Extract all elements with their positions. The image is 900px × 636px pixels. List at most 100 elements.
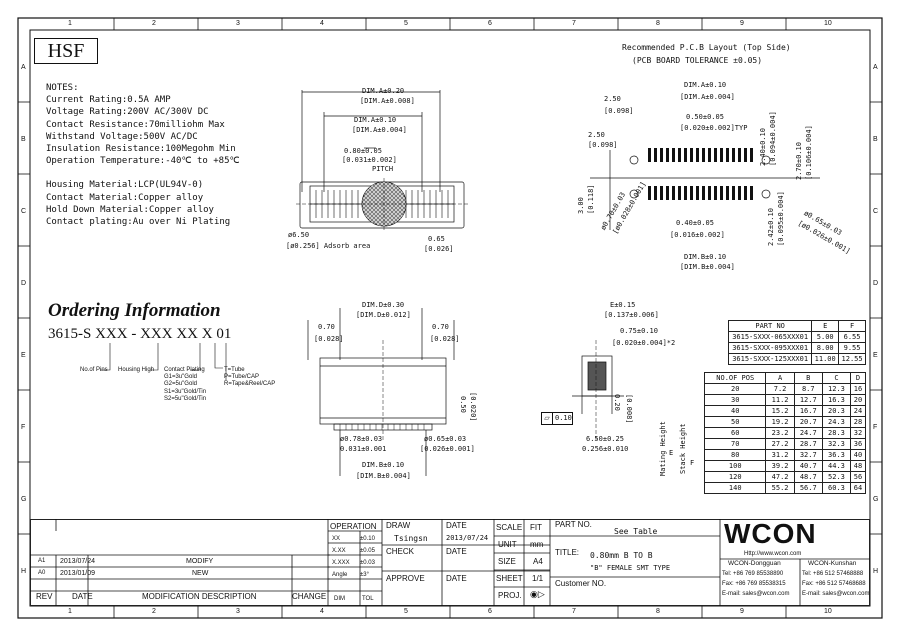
rev-header-change: CHANGE (292, 592, 327, 601)
border-col-8-bottom: 8 (656, 608, 660, 615)
border-col-3-bottom: 3 (236, 608, 240, 615)
part-no-value: See Table (614, 527, 658, 536)
side-view-drawing (307, 308, 455, 476)
dim-b-inch: [DIM.B±0.004] (356, 472, 411, 480)
border-col-5-bottom: 5 (404, 608, 408, 615)
proj-label: PROJ. (498, 591, 522, 600)
kunshan-title: WCON-Kunshan (808, 560, 857, 567)
scale-label: SCALE (496, 523, 523, 532)
dim-e-inch: [0.137±0.006] (604, 311, 659, 319)
pcb-dim-300-inch: [0.118] (587, 184, 595, 214)
title-block (30, 519, 870, 606)
dim-table-cell: 20.7 (793, 416, 823, 428)
mating-height-label: Mating Height (659, 421, 667, 476)
dim-table-cell: 32.7 (793, 449, 823, 461)
border-row-D-right: D (873, 280, 879, 287)
part-table-header-cell: E (811, 320, 840, 332)
pcb-dim-250-inch: [0.098] (604, 107, 634, 115)
dim-table-cell: 80 (703, 449, 767, 461)
ordering-code: 3615-S XXX - XXX XX X 01 (48, 326, 232, 342)
legend-plating-item: S1=3u"Gold/Tin (164, 388, 207, 395)
part-table-cell: 6.55 (838, 331, 866, 343)
rev-header-date: DATE (72, 592, 93, 601)
pcb-tolerance: (PCB BOARD TOLERANCE ±0.05) (632, 56, 763, 65)
draw-label: DRAW (386, 521, 411, 530)
e-label: E (669, 449, 674, 457)
dim-table-cell: 20 (703, 383, 767, 395)
dim-075: 0.75±0.10 (620, 327, 658, 335)
unit-label: UNIT (498, 540, 517, 549)
sheet-label: SHEET (496, 574, 523, 583)
dim-table-cell: 64 (850, 482, 866, 494)
border-col-1-bottom: 1 (68, 608, 72, 615)
dim-070c-inch: [0.028] (430, 335, 460, 343)
dim-pitch-inch: [0.031±0.002] (342, 156, 397, 164)
dim-table-header-cell: C (821, 372, 852, 384)
wcon-website: Http://www.wcon.com (744, 551, 802, 557)
dim-b: DIM.B±0.10 (362, 461, 405, 469)
border-col-4-bottom: 4 (320, 608, 324, 615)
dongguan-tel: Tel: +86 769 85538890 (722, 571, 784, 577)
pcb-dim-250: 2.50 (604, 95, 621, 103)
hsf-logo: HSF (34, 38, 98, 64)
border-col-7-top: 7 (572, 20, 576, 27)
dim-table-header-cell: NO.OF POS (703, 372, 767, 384)
projection-icon: ◉▷ (530, 589, 545, 599)
dim-table-cell: 16 (850, 383, 866, 395)
note-line: Hold Down Material:Copper alloy (46, 204, 214, 215)
wcon-logo: WCON (724, 518, 817, 549)
dim-table-cell: 20.3 (821, 405, 852, 417)
dim-table-header-cell: D (850, 372, 866, 384)
size-value: A4 (533, 557, 543, 566)
dongguan-fax: Fax: +86 769 85538315 (722, 581, 786, 587)
pcb-dim-250c: 2.50 (588, 131, 605, 139)
pcb-dim-a: DIM.A±0.10 (684, 81, 727, 89)
border-col-9-top: 9 (740, 20, 744, 27)
border-row-C-right: C (873, 208, 879, 215)
dim-table-cell: 55.2 (765, 482, 795, 494)
dim-table-cell: 48.7 (793, 471, 823, 483)
dim-table-cell: 28.3 (821, 427, 852, 439)
dim-top-a4: [DIM.A±0.004] (352, 126, 407, 134)
note-line: Contact Resistance:70milliohm Max (46, 119, 225, 130)
dim-050: 0.50 (459, 396, 467, 413)
border-row-H-right: H (873, 568, 879, 575)
dim-table-cell: 19.2 (765, 416, 795, 428)
size-label: SIZE (498, 557, 516, 566)
dim-table-cell: 50 (703, 416, 767, 428)
pcb-dim-a-inch: [DIM.A±0.004] (680, 93, 735, 101)
kunshan-mail: E-mail: sales@wcon.com (802, 591, 870, 597)
dim-table-cell: 16.7 (793, 405, 823, 417)
dongguan-title: WCON-Dongguan (728, 560, 781, 567)
check-label: CHECK (386, 547, 415, 556)
pcb-dim-242-inch: [0.095±0.004] (777, 191, 785, 246)
border-row-B-right: B (873, 136, 878, 143)
dim-table-cell: 60.3 (821, 482, 852, 494)
tol-format: X.XXX (332, 560, 350, 566)
date-label-3: DATE (446, 574, 467, 583)
dim-table-header-cell: B (793, 372, 823, 384)
date-label-2: DATE (446, 547, 467, 556)
part-table-cell: 8.00 (811, 342, 840, 354)
dim-table-cell: 48 (850, 460, 866, 472)
part-table-cell: 5.00 (811, 331, 840, 343)
note-line: NOTES: (46, 83, 79, 93)
dim-phi650: ø6.50 (288, 231, 310, 239)
note-line: Contact Material:Copper alloy (46, 192, 204, 203)
part-table-cell: 12.55 (838, 353, 866, 365)
border-row-H-left: H (21, 568, 27, 575)
dim-top-a3: DIM.A±0.10 (354, 116, 397, 124)
dim-table-cell: 16.3 (821, 394, 852, 406)
dim-table-cell: 60 (703, 427, 767, 439)
border-row-B-left: B (21, 136, 26, 143)
dim-table-cell: 12.3 (821, 383, 852, 395)
tol-value: ±0.10 (360, 536, 375, 542)
dim-table-cell: 40.7 (793, 460, 823, 472)
border-col-6-top: 6 (488, 20, 492, 27)
dim-table-cell: 28.7 (793, 438, 823, 450)
part-table-header-cell: F (838, 320, 866, 332)
